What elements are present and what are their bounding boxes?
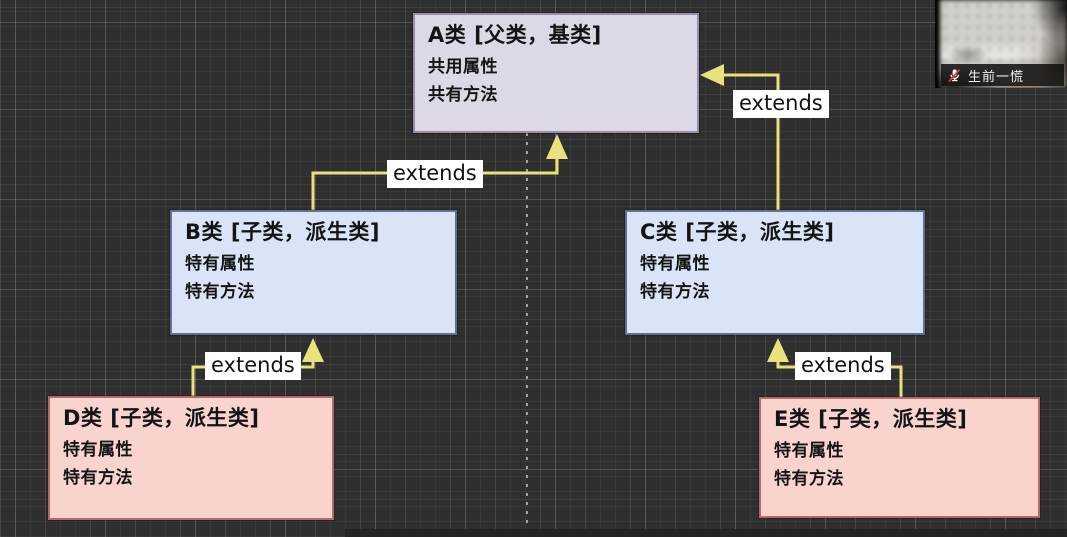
class-box-c[interactable]: C类 [子类，派生类] 特有属性 特有方法 [625, 210, 925, 335]
class-b-title: B类 [子类，派生类] [185, 220, 381, 244]
participant-name-bar: 生前一慌 [941, 64, 1064, 86]
class-a-attributes: 共用属性 [428, 57, 498, 77]
muted-mic-icon [947, 68, 962, 83]
class-b-methods: 特有方法 [185, 282, 255, 302]
class-box-b[interactable]: B类 [子类，派生类] 特有属性 特有方法 [170, 210, 457, 335]
extends-label-e-to-c[interactable]: extends [795, 352, 891, 380]
class-a-title: A类 [父类，基类] [428, 23, 602, 47]
class-b-attributes: 特有属性 [185, 254, 255, 274]
class-d-title: D类 [子类，派生类] [63, 406, 260, 430]
extends-label-b-to-a[interactable]: extends [387, 160, 483, 188]
class-d-methods: 特有方法 [63, 468, 133, 488]
connector-c-to-a[interactable] [700, 64, 780, 210]
class-a-methods: 共有方法 [428, 85, 498, 105]
class-e-attributes: 特有属性 [774, 441, 844, 461]
class-e-title: E类 [子类，派生类] [774, 407, 968, 431]
participant-video-thumbnail[interactable]: 生前一慌 [935, 0, 1067, 88]
class-c-title: C类 [子类，派生类] [640, 220, 835, 244]
class-box-e[interactable]: E类 [子类，派生类] 特有属性 特有方法 [759, 397, 1040, 518]
extends-label-c-to-a[interactable]: extends [733, 90, 829, 118]
bottom-bar-edge [345, 529, 1067, 537]
participant-name: 生前一慌 [968, 69, 1025, 85]
class-c-methods: 特有方法 [640, 282, 710, 302]
class-box-d[interactable]: D类 [子类，派生类] 特有属性 特有方法 [48, 396, 334, 520]
extends-label-d-to-b[interactable]: extends [205, 352, 301, 380]
class-c-attributes: 特有属性 [640, 254, 710, 274]
class-e-methods: 特有方法 [774, 469, 844, 489]
class-box-a[interactable]: A类 [父类，基类] 共用属性 共有方法 [413, 13, 699, 133]
class-d-attributes: 特有属性 [63, 440, 133, 460]
